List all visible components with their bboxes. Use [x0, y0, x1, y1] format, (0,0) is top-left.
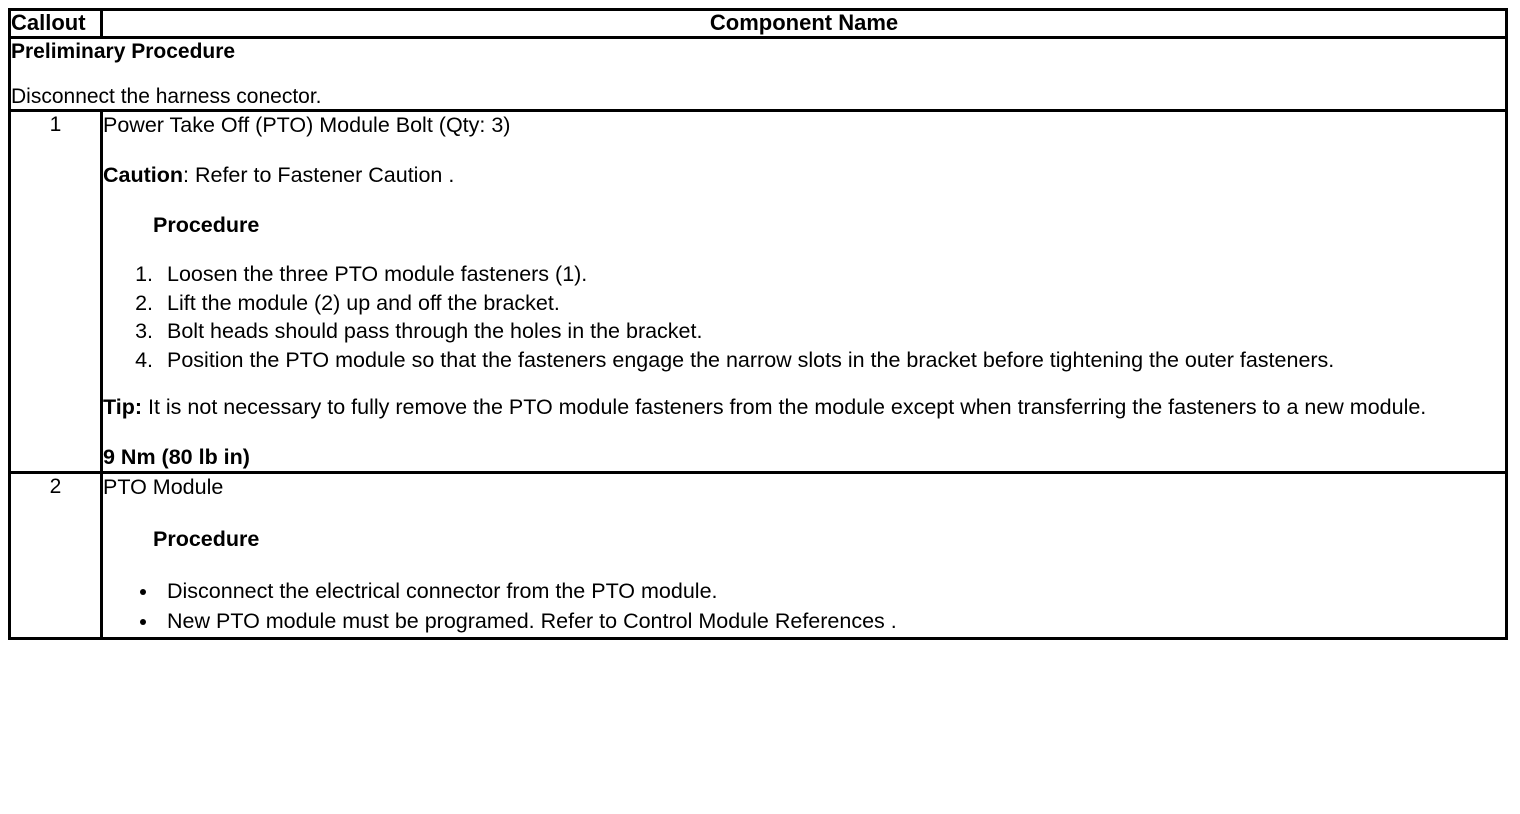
callout-number-2: 2	[8, 470, 103, 641]
procedure-bullet-list-2: Disconnect the electrical connector from…	[103, 578, 1505, 635]
table-header-row: Callout Component Name	[8, 8, 1508, 39]
caution-note-1: Caution: Refer to Fastener Caution .	[103, 162, 1505, 188]
preliminary-procedure-row: Preliminary Procedure Disconnect the har…	[8, 35, 1508, 113]
procedure-step-list-1: Loosen the three PTO module fasteners (1…	[103, 261, 1505, 375]
list-item: Lift the module (2) up and off the brack…	[159, 290, 1505, 317]
component-name-1: Power Take Off (PTO) Module Bolt (Qty: 3…	[103, 113, 511, 137]
list-item: Loosen the three PTO module fasteners (1…	[159, 261, 1505, 288]
list-item: New PTO module must be programed. Refer …	[159, 608, 1505, 636]
caution-label: Caution	[103, 163, 184, 188]
preliminary-procedure-cell: Preliminary Procedure Disconnect the har…	[8, 35, 1508, 113]
table-row: 1 Power Take Off (PTO) Module Bolt (Qty:…	[8, 109, 1508, 474]
list-item: Bolt heads should pass through the holes…	[159, 318, 1505, 345]
preliminary-procedure-text: Disconnect the harness conector.	[11, 84, 322, 108]
tip-text: It is not necessary to fully remove the …	[142, 395, 1427, 420]
caution-text: : Refer to Fastener Caution .	[183, 163, 455, 188]
procedure-heading-1: Procedure	[153, 213, 260, 238]
column-header-callout: Callout	[8, 8, 103, 39]
tip-label: Tip:	[103, 395, 143, 420]
callout-2-content: PTO Module Procedure Disconnect the elec…	[100, 470, 1508, 641]
callout-number-1: 1	[8, 109, 103, 474]
procedure-heading-2: Procedure	[153, 526, 260, 551]
list-item: Position the PTO module so that the fast…	[159, 347, 1505, 374]
torque-specification-1: 9 Nm (80 lb in)	[103, 445, 250, 470]
table-row: 2 PTO Module Procedure Disconnect the el…	[8, 470, 1508, 641]
callout-1-content: Power Take Off (PTO) Module Bolt (Qty: 3…	[100, 109, 1508, 474]
component-name-2: PTO Module	[103, 474, 224, 499]
service-procedure-table: Callout Component Name Preliminary Proce…	[8, 8, 1508, 641]
tip-note-1: Tip: It is not necessary to fully remove…	[103, 394, 1505, 420]
column-header-component-name: Component Name	[100, 8, 1508, 39]
preliminary-procedure-title: Preliminary Procedure	[11, 39, 236, 63]
list-item: Disconnect the electrical connector from…	[159, 578, 1505, 606]
